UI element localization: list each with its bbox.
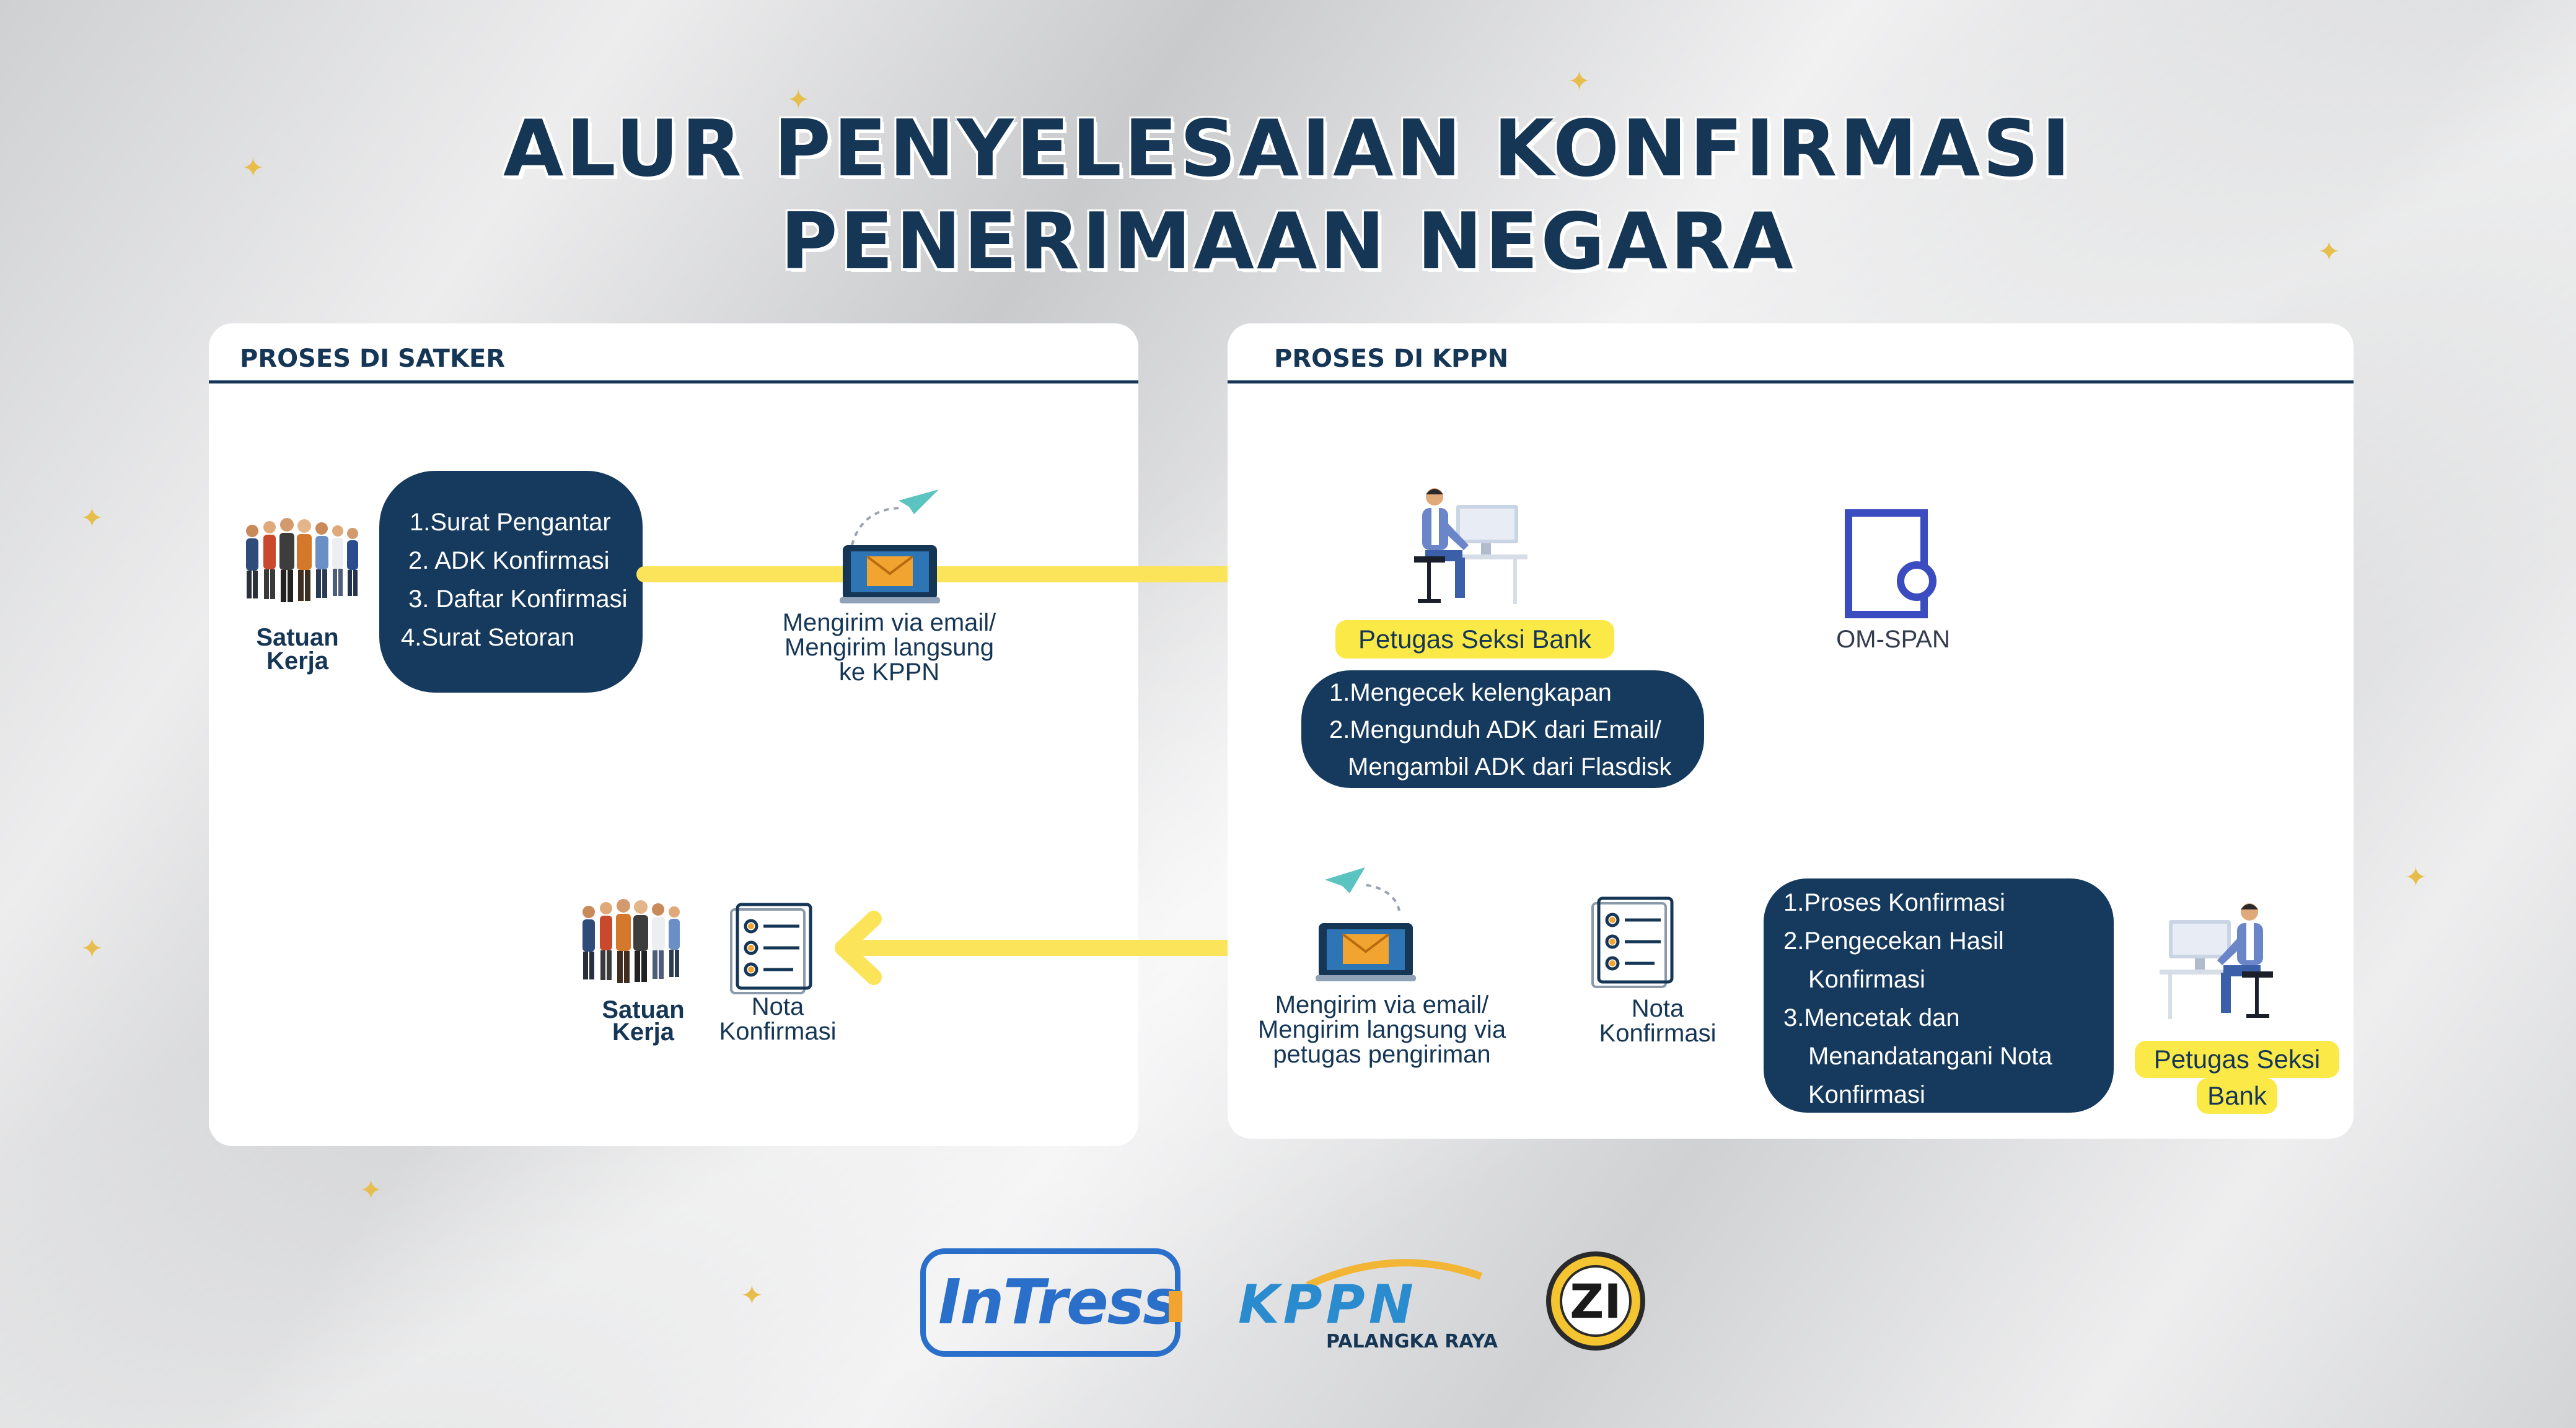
kppn-logo: KPPN PALANGKA RAYA xyxy=(1233,1251,1506,1357)
sparkle-icon: ✦ xyxy=(741,1280,763,1312)
bank-officer-label: Petugas Seksi Bank xyxy=(1335,620,1614,659)
nota-document-icon xyxy=(730,903,812,994)
work-unit-people-icon xyxy=(246,518,358,602)
document-item: 3. Daftar Konfirmasi xyxy=(408,585,628,613)
sparkle-icon: ✦ xyxy=(81,933,103,965)
kppn-panel-heading: PROSES DI KPPN xyxy=(1274,344,1509,373)
document-item: 4.Surat Setoran xyxy=(401,624,575,651)
sparkle-icon: ✦ xyxy=(81,502,103,534)
work-unit-label-return: Satuan Kerja xyxy=(602,996,685,1046)
officer-tasks-list: 1.Mengecek kelengkapan 2.Mengunduh ADK d… xyxy=(1301,670,1704,788)
omspan-system-icon xyxy=(1845,509,1936,618)
send-back-label: Mengirim via email/ Mengirim langsung vi… xyxy=(1257,991,1506,1068)
intress-logo: InTress xyxy=(920,1248,1182,1357)
confirmation-process-list: 1.Proses Konfirmasi 2.Pengecekan Hasil K… xyxy=(1764,878,2114,1113)
task-item: 2.Mengunduh ADK dari Email/ xyxy=(1329,716,1661,743)
satker-panel-header: PROSES DI SATKER xyxy=(209,323,1138,383)
bank-officer-icon xyxy=(2160,903,2273,1019)
nota-label-kppn: Nota Konfirmasi xyxy=(1599,995,1717,1047)
title-line-2: PENERIMAAN NEGARA xyxy=(780,196,1796,287)
kppn-panel-header: PROSES DI KPPN xyxy=(1228,323,2354,383)
title-line-1: ALUR PENYELESAIAN KONFIRMASI xyxy=(503,103,2073,194)
process-item: 2.Pengecekan Hasil xyxy=(1783,927,2004,955)
bank-officer-label-2b: Bank xyxy=(2197,1078,2277,1114)
omspan-label: OM-SPAN xyxy=(1836,626,1950,653)
satker-panel-heading: PROSES DI SATKER xyxy=(240,344,506,373)
bank-officer-label-2: Petugas Seksi xyxy=(2135,1041,2339,1078)
process-item: Konfirmasi xyxy=(1808,1081,1925,1108)
bank-officer-icon xyxy=(1414,488,1528,604)
page-title: ALUR PENYELESAIAN KONFIRMASI PENERIMAAN … xyxy=(0,102,2576,288)
work-unit-people-icon xyxy=(582,899,680,983)
nota-document-icon xyxy=(1591,896,1674,988)
sparkle-icon: ✦ xyxy=(1568,66,1591,97)
task-item: Mengambil ADK dari Flasdisk xyxy=(1348,753,1672,781)
satker-panel: PROSES DI SATKER xyxy=(209,323,1138,1146)
task-item: 1.Mengecek kelengkapan xyxy=(1329,679,1612,706)
intress-accent xyxy=(1169,1291,1182,1322)
sparkle-icon: ✦ xyxy=(2318,236,2341,268)
documents-list: 1.Surat Pengantar 2. ADK Konfirmasi 3. D… xyxy=(379,471,643,693)
email-laptop-icon xyxy=(1316,867,1416,981)
process-item: Konfirmasi xyxy=(1808,966,1925,993)
kppn-swoosh-icon xyxy=(1306,1259,1483,1289)
sparkle-icon: ✦ xyxy=(359,1175,382,1206)
send-to-kppn-label: Mengirim via email/ Mengirim langsung ke… xyxy=(782,609,996,686)
sparkle-icon: ✦ xyxy=(242,152,265,184)
process-item: 3.Mencetak dan xyxy=(1783,1004,1960,1032)
document-item: 2. ADK Konfirmasi xyxy=(408,547,610,574)
sparkle-icon: ✦ xyxy=(2404,862,2427,893)
sparkle-icon: ✦ xyxy=(787,84,810,116)
zi-logo: ZI xyxy=(1546,1251,1645,1351)
document-item: 1.Surat Pengantar xyxy=(410,509,611,536)
process-item: Menandatangani Nota xyxy=(1808,1043,2052,1070)
process-item: 1.Proses Konfirmasi xyxy=(1783,889,2005,916)
email-laptop-icon xyxy=(840,489,940,603)
work-unit-label: Satuan Kerja xyxy=(256,624,339,675)
nota-label-satker: Nota Konfirmasi xyxy=(719,993,837,1045)
